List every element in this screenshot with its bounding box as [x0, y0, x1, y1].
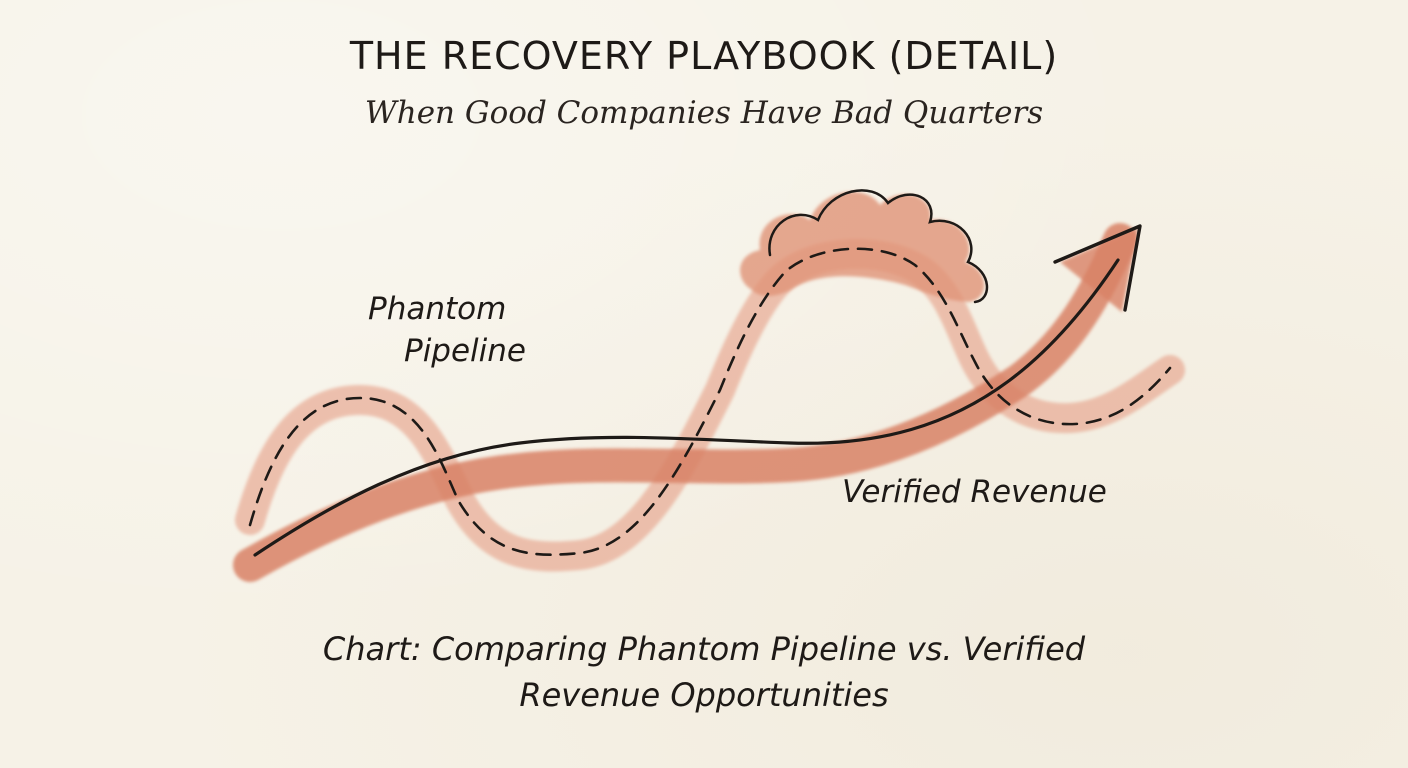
caption-line2: Revenue Opportunities — [519, 676, 889, 714]
cloud-outline — [768, 189, 989, 304]
phantom-label-line2: Pipeline — [404, 333, 527, 369]
phantom-label-line1: Phantom — [368, 291, 507, 327]
verified-revenue-line — [253, 258, 1120, 557]
phantom-pipeline-line — [248, 247, 1172, 556]
arrow-head-icon — [1053, 224, 1142, 312]
page-title: THE RECOVERY PLAYBOOK (DETAIL) — [349, 34, 1059, 78]
page-subtitle: When Good Companies Have Bad Quarters — [364, 95, 1044, 131]
chart-caption: Chart: Comparing Phantom Pipeline vs. Ve… — [0, 626, 1408, 718]
cloud-wash — [740, 191, 985, 302]
verified-revenue-label: Verified Revenue — [842, 474, 1107, 510]
phantom-pipeline-label: Phantom Pipeline — [368, 288, 588, 372]
verified-revenue-wash — [233, 223, 1137, 582]
arrowhead-wash — [1060, 228, 1138, 312]
caption-line1: Chart: Comparing Phantom Pipeline vs. Ve… — [322, 630, 1086, 668]
